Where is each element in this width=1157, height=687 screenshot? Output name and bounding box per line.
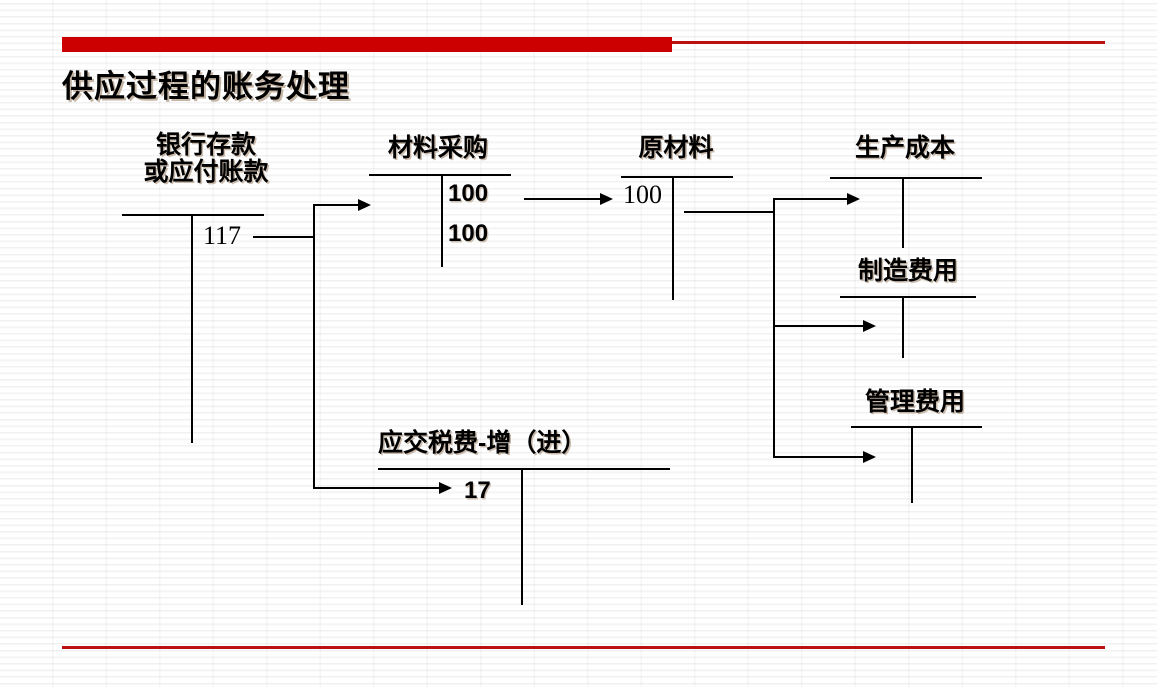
- title-accent-bar: [62, 37, 672, 52]
- arrow-head-to-raw-material: [600, 193, 613, 205]
- connector-material-purchase-to-raw-material: [524, 198, 604, 200]
- arrow-head-to-administrative-expense: [863, 451, 876, 463]
- amount-raw-material-debit: 100: [623, 180, 662, 209]
- account-title-material-purchase: 材料采购: [368, 135, 508, 162]
- amount-material-purchase-2: 100: [448, 220, 489, 247]
- t-account-bar-material-purchase: [369, 174, 511, 176]
- connector-left-trunk: [313, 204, 315, 488]
- t-account-bar-tax-payable: [378, 468, 670, 470]
- account-title-administrative-expense: 管理费用: [845, 389, 985, 416]
- t-account-bar-administrative-expense: [851, 426, 982, 428]
- amount-bank-deposit-credit: 117: [203, 221, 242, 250]
- t-account-stem-bank-deposit: [191, 214, 193, 443]
- amount-tax-payable-debit: 17: [464, 477, 491, 504]
- account-title-bank-deposit: 银行存款 或应付账款: [116, 132, 296, 185]
- account-title-bank-line2: 或应付账款: [143, 157, 269, 186]
- connector-right-trunk: [773, 198, 775, 457]
- t-account-stem-raw-material: [672, 176, 674, 300]
- t-account-bar-manufacturing-overhead: [840, 296, 976, 298]
- t-account-bar-bank-deposit: [122, 214, 264, 216]
- connector-trunk-to-material-purchase: [313, 204, 363, 206]
- connector-trunk-to-tax-payable: [313, 487, 443, 489]
- account-title-manufacturing-overhead-label: 制造费用: [857, 257, 958, 285]
- t-account-stem-material-purchase: [441, 174, 443, 267]
- arrow-head-to-tax-payable: [439, 482, 452, 494]
- account-title-tax-payable-label: 应交税费-增（进）: [378, 429, 587, 457]
- account-title-manufacturing-overhead: 制造费用: [838, 258, 978, 285]
- connector-bank-to-trunk: [253, 236, 314, 238]
- account-title-tax-payable: 应交税费-增（进）: [378, 430, 668, 457]
- arrow-head-to-manufacturing-overhead: [863, 320, 876, 332]
- t-account-bar-raw-material: [621, 176, 733, 178]
- arrow-head-to-production-cost: [847, 193, 860, 205]
- connector-trunk-to-administrative-expense: [773, 456, 867, 458]
- t-account-stem-tax-payable: [521, 468, 523, 605]
- t-account-stem-production-cost: [902, 177, 904, 248]
- account-title-material-purchase-label: 材料采购: [387, 134, 488, 162]
- account-title-raw-material: 原材料: [620, 135, 732, 162]
- connector-trunk-to-manufacturing-overhead: [773, 325, 867, 327]
- account-title-production-cost: 生产成本: [830, 135, 980, 162]
- t-account-stem-administrative-expense: [911, 426, 913, 503]
- arrow-head-to-material-purchase: [358, 199, 371, 211]
- connector-raw-material-to-trunk: [684, 211, 775, 213]
- t-account-bar-production-cost: [830, 177, 982, 179]
- account-title-administrative-expense-label: 管理费用: [864, 388, 965, 416]
- title-accent-rule: [672, 41, 1105, 44]
- footer-rule: [62, 646, 1105, 649]
- page-title: 供应过程的账务处理: [62, 69, 350, 104]
- account-title-bank-line1: 银行存款: [155, 131, 256, 159]
- amount-material-purchase-1: 100: [448, 180, 489, 207]
- connector-trunk-to-production-cost: [773, 198, 851, 200]
- account-title-raw-material-label: 原材料: [638, 134, 714, 162]
- account-title-production-cost-label: 生产成本: [854, 134, 955, 162]
- t-account-stem-manufacturing-overhead: [902, 296, 904, 358]
